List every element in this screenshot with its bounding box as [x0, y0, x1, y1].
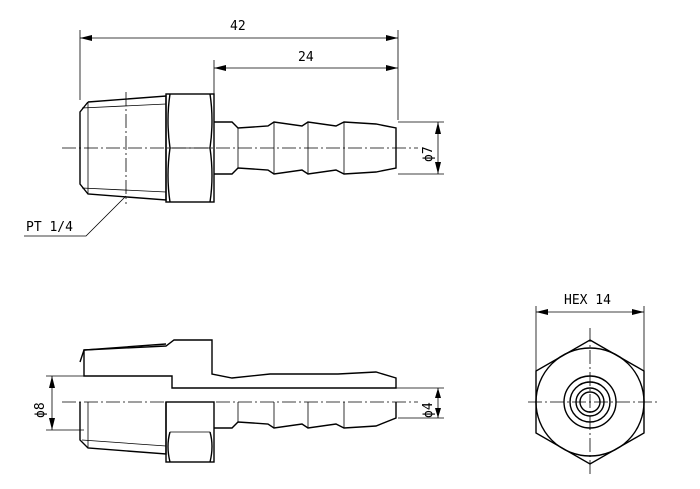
bore-circle: [579, 391, 601, 413]
section-view: ϕ8 ϕ4: [33, 339, 444, 463]
dim-thread-diameter: ϕ8: [33, 375, 84, 431]
dim-barb-diameter: ϕ7: [398, 121, 444, 175]
hex-size-label: HEX 14: [564, 293, 611, 308]
thread-callout: PT 1/4: [24, 195, 127, 237]
hose-barb: [214, 121, 397, 175]
dim-hex-size: HEX 14: [535, 293, 645, 371]
dim-bore-diameter: ϕ4: [398, 387, 444, 419]
barb-length-label: 24: [298, 50, 314, 65]
barb-diameter-label: ϕ7: [421, 146, 436, 162]
side-view: 42 24 ϕ7 PT 1/4: [24, 19, 444, 237]
bore-diameter-label: ϕ4: [421, 402, 436, 418]
hex-nut: [165, 93, 215, 203]
section-lower-half: [79, 401, 397, 463]
dim-barb-length: 24: [213, 50, 398, 94]
end-view: HEX 14: [528, 293, 660, 476]
overall-length-label: 42: [230, 19, 246, 34]
dim-overall-length: 42: [79, 19, 399, 120]
thread-callout-label: PT 1/4: [26, 220, 73, 235]
thread-diameter-label: ϕ8: [33, 402, 48, 418]
hex-chamfer-circle: [535, 347, 645, 457]
